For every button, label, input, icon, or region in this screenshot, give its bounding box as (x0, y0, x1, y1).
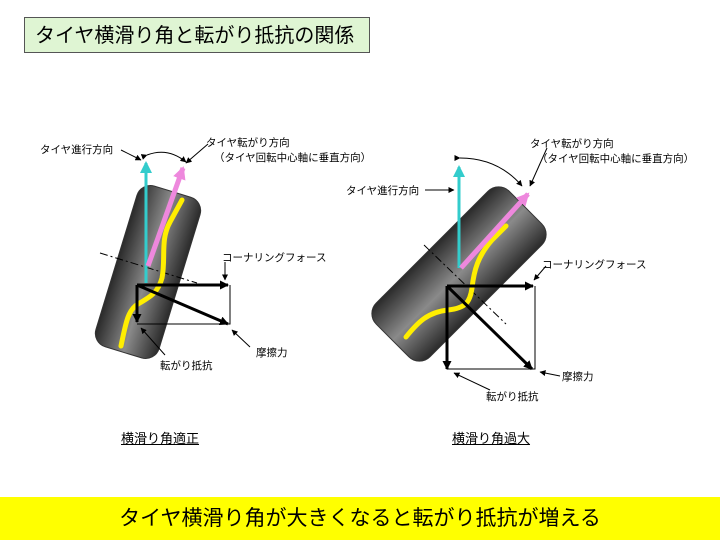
page-title: タイヤ横滑り角と転がり抵抗の関係 (24, 17, 370, 53)
right-axis-line (423, 244, 507, 325)
right-heading-label: タイヤ進行方向 (346, 184, 419, 197)
right-rolling-arrow (459, 192, 530, 270)
left-friction-leader (231, 329, 251, 348)
left-diagram: タイヤ進行方向 タイヤ転がり方向 （タイヤ回転中心軸に垂直方向） コーナリングフ… (40, 136, 371, 372)
left-heading-leader (120, 149, 142, 161)
right-cornering-label: コーナリングフォース (542, 258, 646, 271)
left-heading-label: タイヤ進行方向 (40, 143, 113, 156)
footer-banner: タイヤ横滑り角が大きくなると転がり抵抗が増える (0, 497, 720, 540)
right-diagram: タイヤ進行方向 タイヤ転がり方向 （タイヤ回転中心軸に垂直方向） コーナリングフ… (346, 137, 694, 403)
right-rolling-label-1: タイヤ転がり方向 (530, 137, 614, 150)
right-tread-line (403, 223, 509, 340)
left-caption: 横滑り角適正 (121, 432, 200, 447)
right-resistance-label: 転がり抵抗 (486, 390, 539, 403)
left-rolling-label-1: タイヤ転がり方向 (206, 136, 290, 149)
left-guide-lines (137, 285, 231, 325)
left-friction-arrow (136, 283, 229, 326)
left-resistance-leader (140, 327, 166, 356)
left-rolling-arrow (145, 166, 186, 267)
right-cornering-leader (533, 265, 547, 281)
left-rolling-label-2: （タイヤ回転中心軸に垂直方向） (214, 151, 371, 164)
left-tire (94, 185, 202, 359)
left-rolling-leader (185, 143, 209, 164)
left-resistance-label: 転がり抵抗 (160, 359, 213, 372)
right-friction-label: 摩擦力 (562, 370, 594, 383)
right-caption: 横滑り角過大 (452, 432, 531, 447)
right-resistance-leader (453, 372, 491, 391)
right-friction-arrow (445, 284, 534, 371)
right-guide-lines (447, 286, 536, 370)
right-rolling-leader (529, 147, 548, 187)
right-slip-arc (454, 154, 523, 187)
left-cornering-label: コーナリングフォース (222, 251, 326, 264)
left-axis-line (99, 252, 198, 284)
right-friction-leader (539, 370, 561, 377)
left-slip-arc (140, 151, 187, 163)
left-friction-label: 摩擦力 (256, 346, 288, 359)
right-rolling-label-2: （タイヤ回転中心軸に垂直方向） (537, 152, 694, 165)
